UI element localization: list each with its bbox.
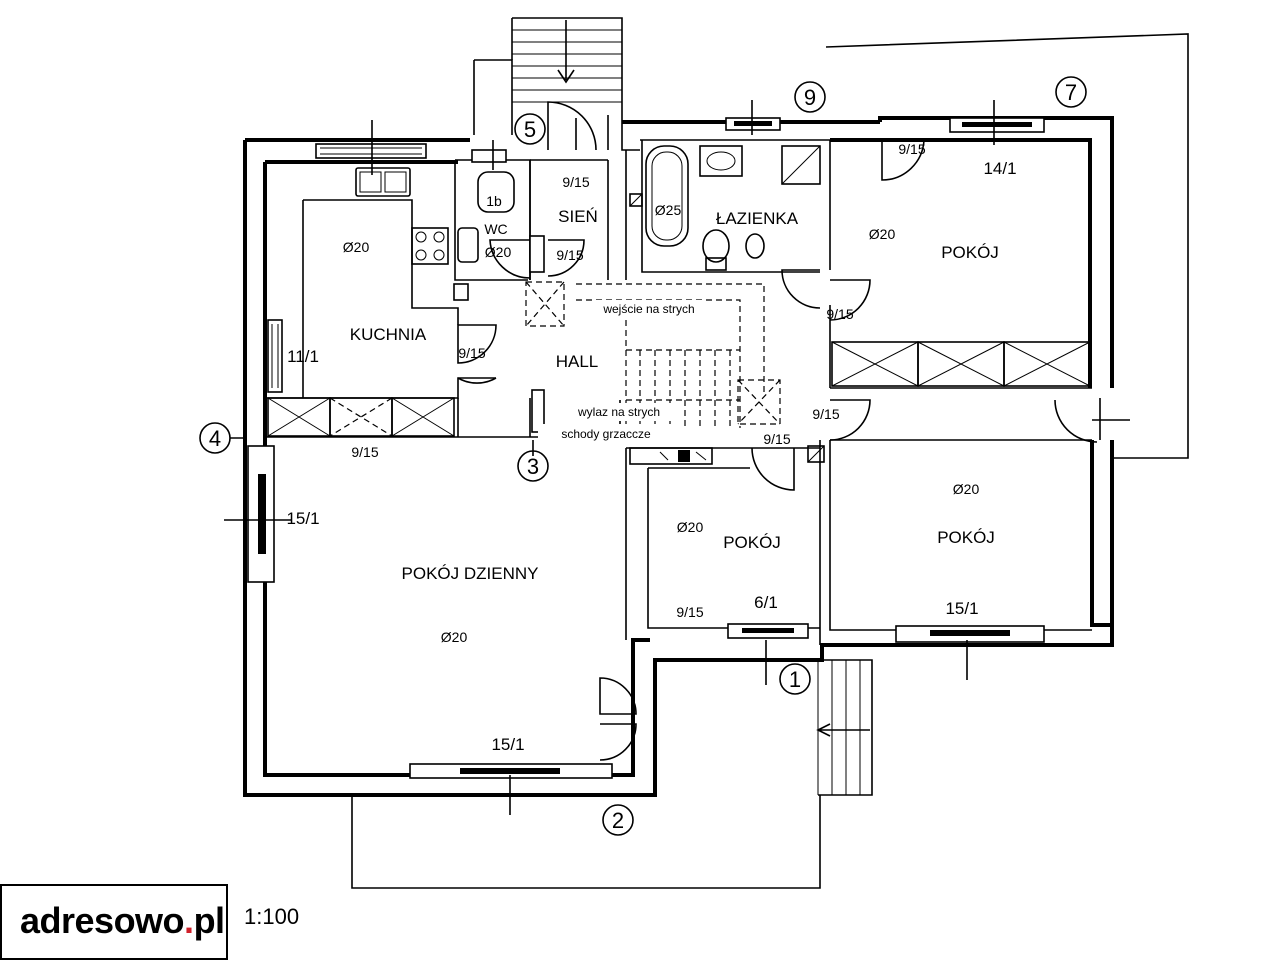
room-label-pokoj-ne: POKÓJ xyxy=(941,243,999,262)
heating-pokoj-ne: Ø20 xyxy=(869,226,896,242)
window-label-1b: 1b xyxy=(486,193,502,209)
room-label-lazienka: ŁAZIENKA xyxy=(716,209,799,228)
room-label-pokoj-dzienny: POKÓJ DZIENNY xyxy=(402,564,539,583)
heating-pokoj-dzienny: Ø20 xyxy=(441,629,468,645)
heating-kuchnia: Ø20 xyxy=(343,239,370,255)
note-bg-wylaz xyxy=(566,403,674,421)
room-label-hall: HALL xyxy=(556,352,599,371)
heating-wc: Ø20 xyxy=(485,244,512,260)
heating-pokoj-center: Ø20 xyxy=(677,519,704,535)
door-label-pokoj-dzienny: 9/15 xyxy=(351,444,378,460)
door-label-kuchnia: 9/15 xyxy=(458,345,485,361)
logo-name: adresowo xyxy=(20,900,185,941)
axis-marker-2: 2 xyxy=(602,804,634,836)
heating-lazienka: Ø25 xyxy=(655,202,682,218)
logo-tld: pl xyxy=(193,900,226,941)
entrance-steps xyxy=(473,17,623,135)
scale-label: 1:100 xyxy=(244,904,300,929)
door-label-sien-top: 9/15 xyxy=(562,174,589,190)
door-label-pokoj-center: 9/15 xyxy=(763,431,790,447)
window-label-11-1: 11/1 xyxy=(287,347,319,366)
door-label-pokoj-center-bottom: 9/15 xyxy=(676,604,703,620)
svg-text:7: 7 xyxy=(1065,80,1077,105)
side-steps xyxy=(816,659,873,796)
fixtures xyxy=(355,145,825,465)
svg-text:2: 2 xyxy=(612,808,624,833)
note-bg-wejscie xyxy=(594,300,704,318)
window-label-15-1-south: 15/1 xyxy=(491,735,524,754)
logo-box[interactable]: adresowo.pl xyxy=(0,884,228,960)
window-label-15-1-se: 15/1 xyxy=(945,599,978,618)
doors xyxy=(457,101,1098,761)
window-label-15-1-west: 15/1 xyxy=(286,509,319,528)
windows xyxy=(247,117,1112,779)
axis-marker-4: 4 xyxy=(199,422,231,454)
terrace-east xyxy=(825,33,1189,459)
axis-marker-1: 1 xyxy=(779,663,811,695)
heating-pokoj-se: Ø20 xyxy=(953,481,980,497)
room-label-sien: SIEŃ xyxy=(558,207,598,226)
adresowo-logo: adresowo.pl xyxy=(20,900,225,942)
logo-dot: . xyxy=(184,900,194,941)
terrace-south xyxy=(351,795,821,889)
axis-lines xyxy=(224,100,1130,815)
wardrobes xyxy=(267,341,1091,437)
note-schody-grzaccze: schody grzaccze xyxy=(561,427,651,441)
door-label-pokoj-se: 9/15 xyxy=(812,406,839,422)
room-label-kuchnia: KUCHNIA xyxy=(350,325,427,344)
axis-marker-9: 9 xyxy=(794,81,826,113)
door-label-pokoj-ne: 9/15 xyxy=(826,306,853,322)
note-bg-schody xyxy=(538,424,674,442)
svg-text:1: 1 xyxy=(789,667,801,692)
room-label-wc: WC xyxy=(484,221,507,237)
door-label-pokoj-ne-top: 9/15 xyxy=(898,141,925,157)
window-label-6-1: 6/1 xyxy=(754,593,778,612)
note-wejscie-na-strych: wejście na strych xyxy=(602,302,694,316)
svg-text:3: 3 xyxy=(527,454,539,479)
svg-text:9: 9 xyxy=(804,85,816,110)
axis-marker-5: 5 xyxy=(514,113,546,145)
room-label-pokoj-se: POKÓJ xyxy=(937,528,995,547)
room-label-pokoj-center: POKÓJ xyxy=(723,533,781,552)
axis-marker-7: 7 xyxy=(1055,76,1087,108)
interior-walls xyxy=(265,122,1092,645)
axis-marker-3: 3 xyxy=(517,450,549,482)
door-label-sien-bottom: 9/15 xyxy=(556,247,583,263)
svg-text:5: 5 xyxy=(524,117,536,142)
window-label-14-1: 14/1 xyxy=(983,159,1016,178)
svg-text:4: 4 xyxy=(209,426,221,451)
note-wylaz-na-strych: wylaz na strych xyxy=(577,405,660,419)
